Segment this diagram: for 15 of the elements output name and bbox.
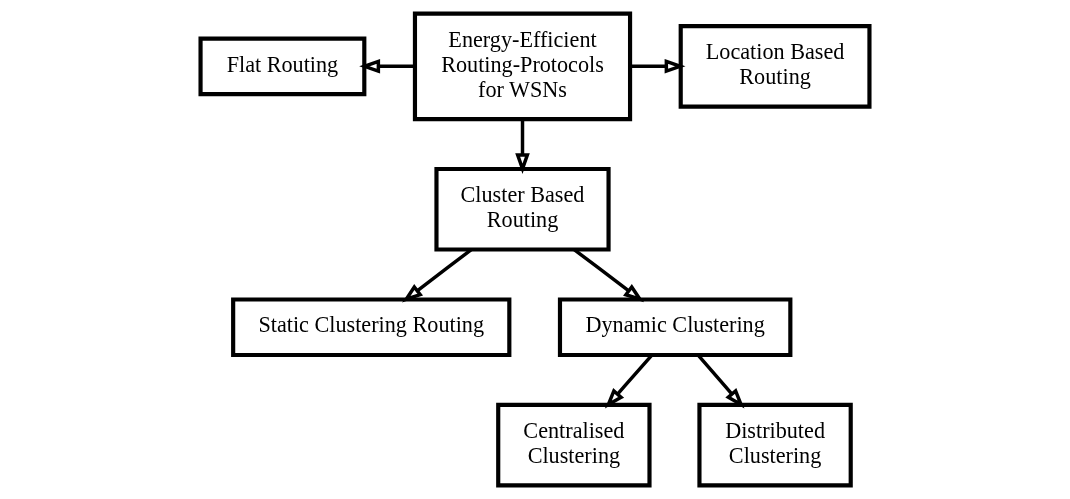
node-box: Centralised Clustering: [496, 402, 652, 488]
arrow: [630, 59, 686, 74]
node-box: Cluster Based Routing: [434, 166, 611, 252]
arrow: [604, 354, 653, 409]
arrow: [697, 354, 745, 409]
arrow: [402, 248, 473, 303]
arrow: [515, 119, 530, 174]
node-box: Energy-Efficient Routing-Protocols for WSNs: [412, 11, 633, 122]
node-box: Dynamic Clustering: [557, 297, 793, 358]
node-box: Location Based Routing: [678, 24, 872, 109]
node-box: Distributed Clustering: [697, 402, 853, 488]
arrow: [573, 248, 645, 303]
node-box: Static Clustering Routing: [231, 297, 512, 358]
node-box: Flat Routing: [198, 36, 367, 97]
arrow: [359, 59, 415, 74]
